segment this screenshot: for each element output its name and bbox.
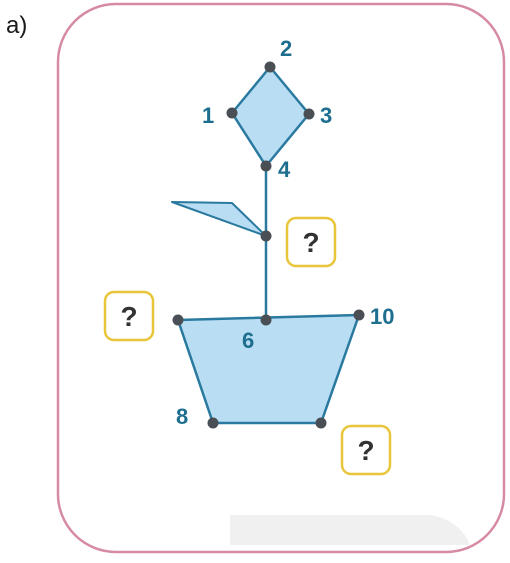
label-1: 1 <box>202 103 214 128</box>
label-8: 8 <box>176 404 188 429</box>
point-1 <box>226 107 238 119</box>
point-pot-left <box>172 314 184 326</box>
point-6 <box>260 314 272 326</box>
point-8 <box>207 417 219 429</box>
frame-border <box>56 2 506 554</box>
label-10: 10 <box>370 304 394 329</box>
label-3: 3 <box>320 103 332 128</box>
question-mark: ? <box>302 227 319 258</box>
label-2: 2 <box>280 36 292 61</box>
question-mark: ? <box>120 301 137 332</box>
question-box-pot-left[interactable]: ? <box>103 290 155 342</box>
point-leaf <box>260 230 272 242</box>
flower-rhombus <box>230 65 311 168</box>
point-10 <box>353 309 365 321</box>
point-pot-bottom-right <box>315 417 327 429</box>
question-box-pot-bottom-right[interactable]: ? <box>340 424 392 476</box>
point-2 <box>264 61 276 73</box>
label-6: 6 <box>242 328 254 353</box>
point-3 <box>303 108 315 120</box>
background-shadow <box>230 515 470 545</box>
point-4 <box>260 160 272 172</box>
label-4: 4 <box>278 157 291 182</box>
question-box-leaf[interactable]: ? <box>285 216 337 268</box>
question-mark: ? <box>357 435 374 466</box>
pot-shape <box>176 313 361 425</box>
part-label: a) <box>6 12 28 39</box>
leaf-shape <box>171 201 267 237</box>
